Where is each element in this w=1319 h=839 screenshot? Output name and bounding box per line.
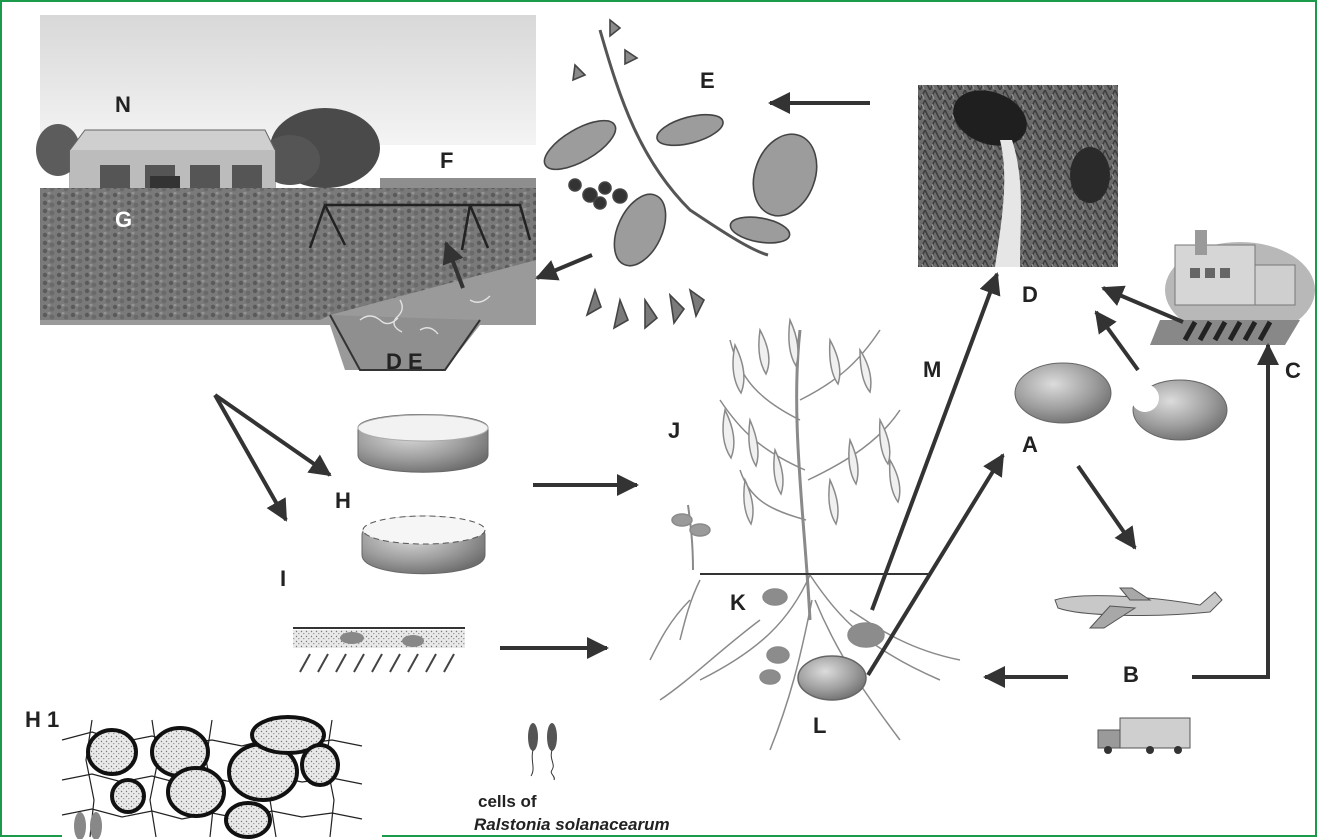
farm-field-photo — [36, 15, 536, 370]
arrow-e-to-field — [537, 255, 592, 278]
label-k: K — [730, 590, 746, 615]
label-a: A — [1022, 432, 1038, 457]
bacteria-cells-icon — [528, 723, 557, 780]
label-e: E — [700, 68, 715, 93]
arrow-to-i — [215, 395, 286, 520]
label-g: G — [115, 207, 132, 232]
arrow-a-to-d — [1096, 312, 1138, 370]
seed-potatoes — [1015, 363, 1227, 440]
arrow-to-h — [215, 395, 330, 475]
airplane-illustration — [1055, 588, 1222, 628]
caption-line-1: cells of — [478, 792, 537, 811]
infected-tissue-cells — [62, 717, 382, 839]
cut-seed-potatoes — [358, 415, 488, 574]
arrow-a-to-b — [1078, 466, 1135, 548]
wilting-potato-plant-sketch — [650, 320, 960, 750]
label-i: I — [280, 566, 286, 591]
label-m: M — [923, 357, 941, 382]
label-de: D E — [386, 349, 423, 374]
label-b: B — [1123, 662, 1139, 687]
label-c: C — [1285, 358, 1301, 383]
label-l: L — [813, 713, 826, 738]
nightshade-plant-sketch — [537, 20, 827, 328]
arrow-k-to-d — [872, 274, 997, 610]
truck-illustration — [1098, 718, 1190, 754]
water-discharge-photo — [918, 81, 1118, 267]
factory-illustration — [1150, 230, 1315, 345]
label-h1: H 1 — [25, 707, 59, 732]
label-n: N — [115, 92, 131, 117]
caption-line-2: Ralstonia solanacearum — [474, 815, 670, 834]
label-j: J — [668, 418, 680, 443]
label-f: F — [440, 148, 453, 173]
soil-with-tuber-remains — [293, 628, 465, 672]
label-h: H — [335, 488, 351, 513]
label-d: D — [1022, 282, 1038, 307]
